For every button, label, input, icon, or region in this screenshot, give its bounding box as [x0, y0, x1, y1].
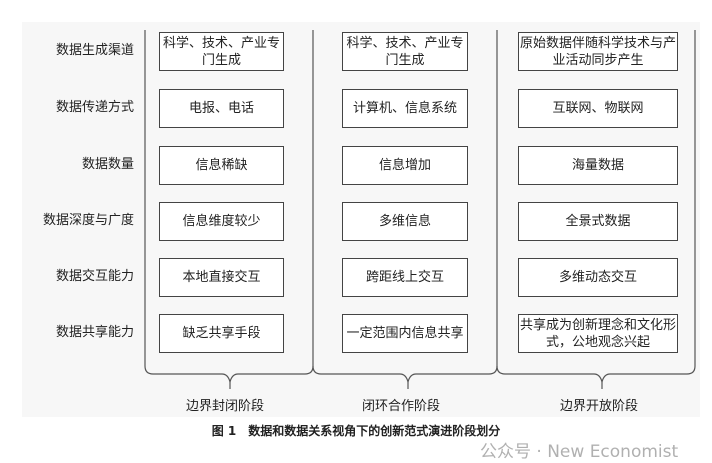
stage-cell: 信息稀缺 [159, 146, 284, 185]
stage-cell: 多维动态交互 [518, 258, 678, 297]
stage-cell: 科学、技术、产业专门生成 [159, 32, 284, 71]
stage-cell: 科学、技术、产业专门生成 [342, 32, 468, 71]
row-label: 数据交互能力 [55, 269, 134, 284]
row-label: 数据传递方式 [55, 100, 134, 115]
stage-cell: 原始数据伴随科学技术与产业活动同步产生 [518, 32, 678, 71]
stage-label-closed: 边界封闭阶段 [186, 399, 265, 414]
stage-cell: 全景式数据 [518, 202, 678, 241]
bracket-open [496, 30, 696, 383]
row-label: 数据数量 [81, 157, 134, 172]
stage-cell: 电报、电话 [159, 89, 284, 128]
stage-cell: 缺乏共享手段 [159, 314, 284, 353]
stage-cell: 互联网、物联网 [518, 89, 678, 128]
row-label: 数据共享能力 [55, 325, 134, 340]
row-label: 数据深度与广度 [42, 213, 134, 228]
bracket-loop [312, 30, 498, 383]
stage-label-loop: 闭环合作阶段 [362, 399, 441, 414]
stage-cell: 海量数据 [518, 146, 678, 185]
stage-cell: 信息维度较少 [159, 202, 284, 241]
stage-label-open: 边界开放阶段 [560, 399, 639, 414]
stage-cell: 跨距线上交互 [342, 258, 468, 297]
stage-cell: 本地直接交互 [159, 258, 284, 297]
stage-cell: 一定范围内信息共享 [342, 314, 468, 353]
row-label: 数据生成渠道 [55, 43, 134, 58]
watermark: 公众号 · New Economist [480, 442, 679, 462]
figure-caption: 图 1 数据和数据关系视角下的创新范式演进阶段划分 [211, 424, 501, 438]
stage-cell: 多维信息 [342, 202, 468, 241]
stage-cell: 信息增加 [342, 146, 468, 185]
stage-cell: 计算机、信息系统 [342, 89, 468, 128]
stage-cell: 共享成为创新理念和文化形式，公地观念兴起 [518, 314, 678, 353]
